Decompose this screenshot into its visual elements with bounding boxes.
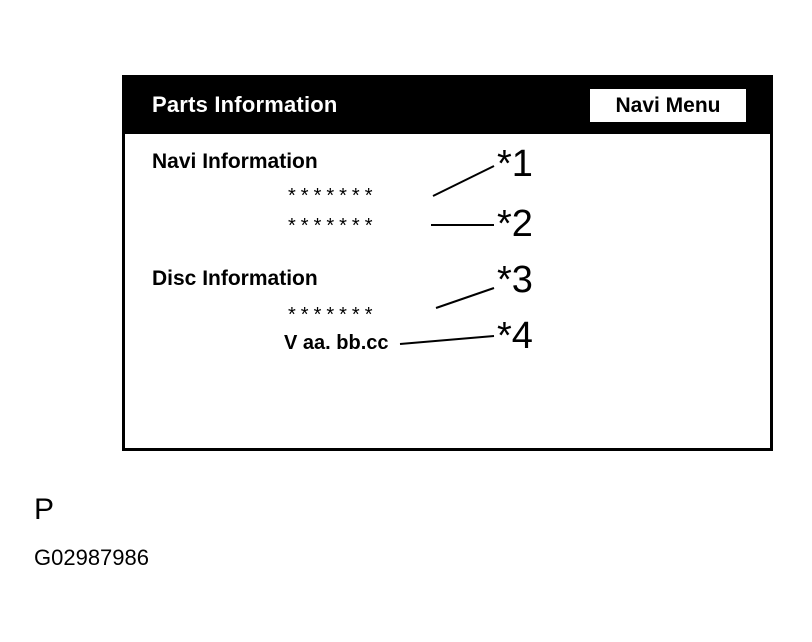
title-bar: Parts Information Navi Menu xyxy=(125,78,770,134)
disc-information-heading: Disc Information xyxy=(152,267,318,290)
callout-3: *3 xyxy=(497,259,533,301)
disc-version-value: V aa. bb.cc xyxy=(284,332,389,354)
navi-information-heading: Navi Information xyxy=(152,150,318,173)
navi-value-1: ******* xyxy=(288,185,378,207)
callout-4: *4 xyxy=(497,315,533,357)
disc-value-3: ******* xyxy=(288,304,378,326)
navi-menu-button[interactable]: Navi Menu xyxy=(590,89,746,122)
callout-1: *1 xyxy=(497,143,533,185)
screen-title: Parts Information xyxy=(152,92,338,117)
callout-2: *2 xyxy=(497,203,533,245)
figure-letter: P xyxy=(34,493,55,526)
figure-code: G02987986 xyxy=(34,545,149,570)
parts-information-screen: Parts Information Navi Menu Navi Informa… xyxy=(122,75,773,451)
navi-value-2: ******* xyxy=(288,215,378,237)
